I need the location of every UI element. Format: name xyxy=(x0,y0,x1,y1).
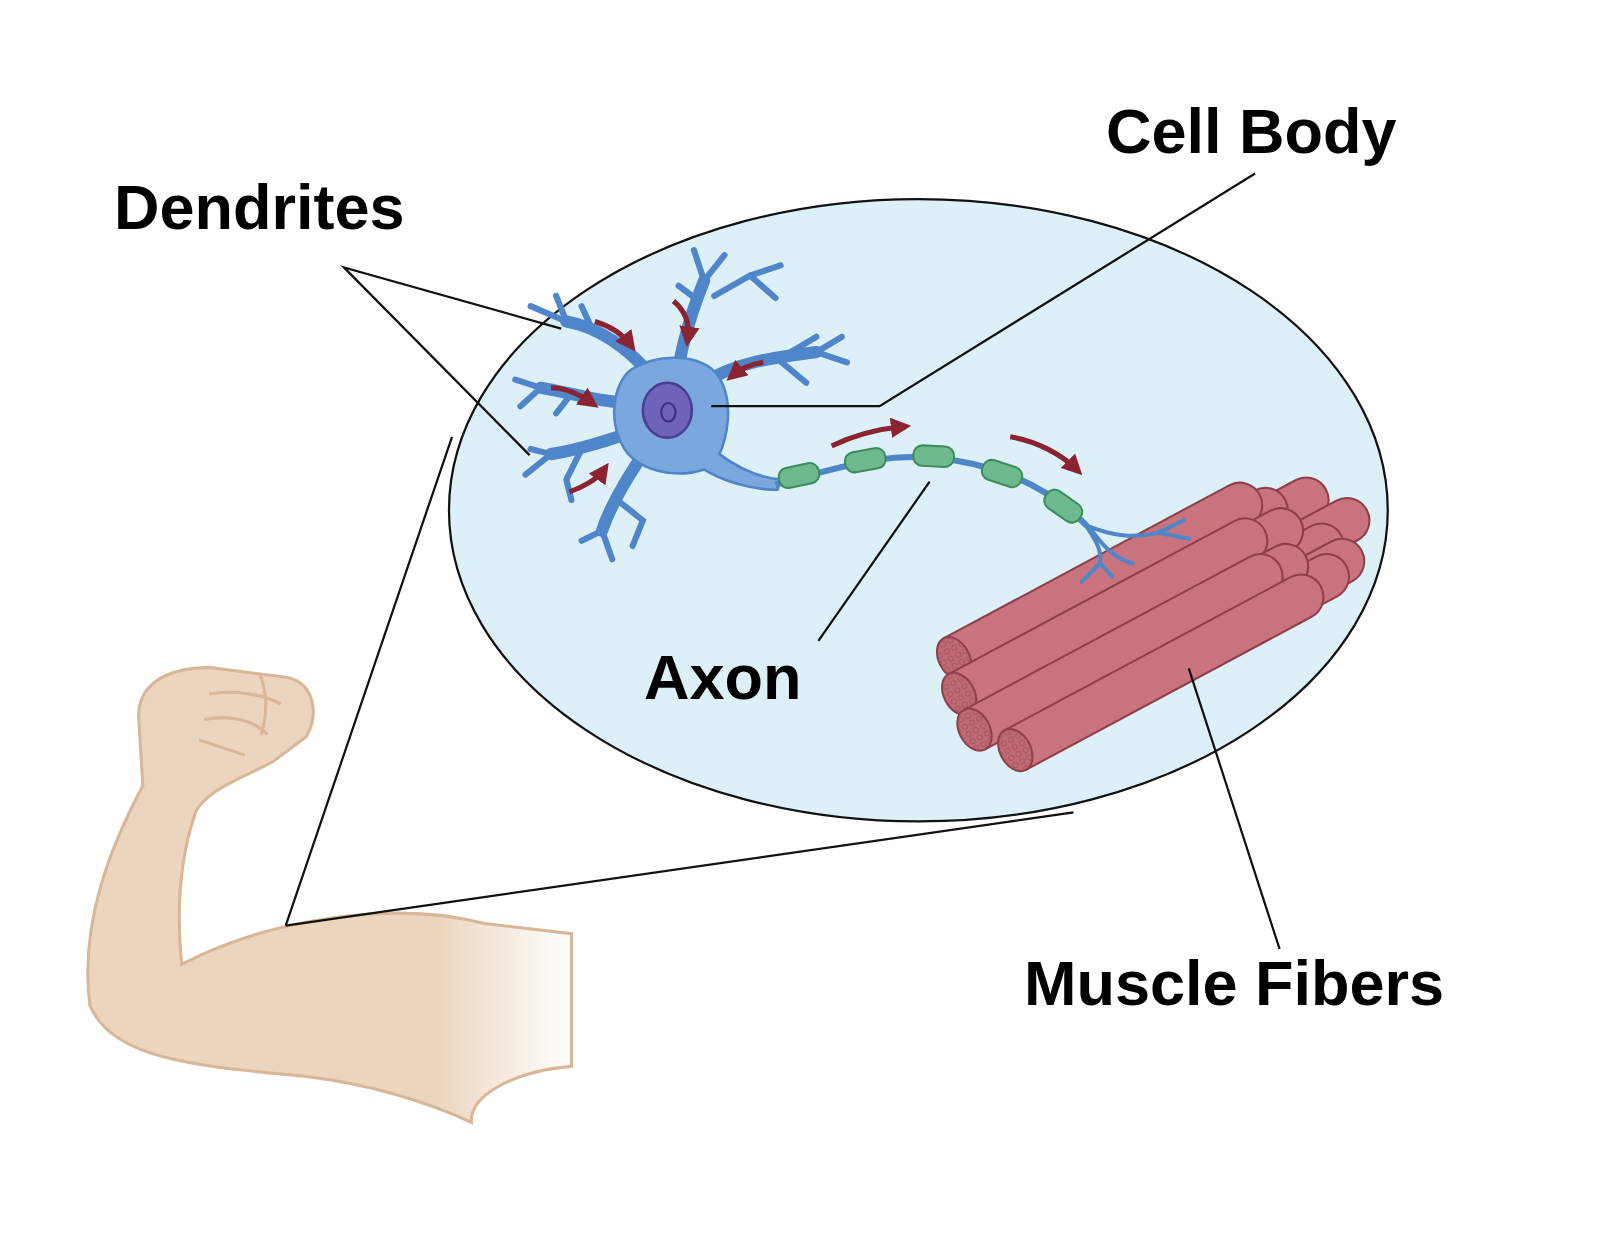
part-label: Dendrites xyxy=(114,176,405,239)
axon-terminal xyxy=(1082,520,1189,581)
dendrites xyxy=(515,250,847,559)
part-label: Muscle Fibers xyxy=(1024,952,1444,1015)
fiber-end xyxy=(950,703,998,757)
fiber-end xyxy=(991,723,1039,777)
part-label: Axon xyxy=(644,646,802,709)
muscle-fiber xyxy=(1005,575,1324,770)
leader-line xyxy=(344,174,1280,950)
myelin-sheath xyxy=(777,445,1086,526)
signal-arrows xyxy=(551,301,1077,492)
nucleolus xyxy=(661,403,675,421)
fiber-end xyxy=(950,703,998,757)
nucleus xyxy=(643,383,692,438)
fiber-end xyxy=(991,723,1039,777)
zoom-ellipse xyxy=(449,199,1388,821)
part-label: Cell Body xyxy=(1106,100,1397,163)
cell-body xyxy=(614,358,780,490)
muscle-fibers xyxy=(930,478,1369,777)
fist-detail xyxy=(199,676,281,756)
